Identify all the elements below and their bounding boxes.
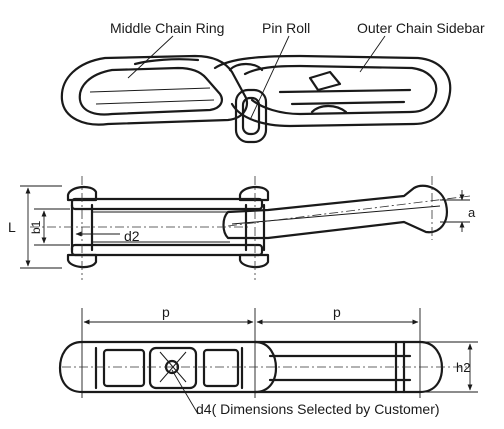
- label-pin-roll: Pin Roll: [262, 20, 310, 36]
- leader-middle-chain-ring: [127, 35, 174, 79]
- side-view: [58, 308, 478, 415]
- label-h2: h2: [456, 360, 470, 375]
- label-a: a: [468, 205, 476, 220]
- label-d2: d2: [124, 228, 140, 244]
- leader-outer-chain-sidebar: [359, 35, 386, 73]
- label-d4: d4( Dimensions Selected by Customer): [196, 401, 440, 417]
- label-L: L: [8, 219, 16, 235]
- pin-roll-shape: [228, 62, 268, 144]
- plan-view: [20, 176, 471, 280]
- outer-chain-sidebar-shape: [213, 54, 452, 128]
- label-b1: b1: [29, 220, 43, 234]
- perspective-view: [60, 35, 452, 144]
- leader-pin-roll: [249, 35, 290, 121]
- label-middle-chain-ring: Middle Chain Ring: [110, 20, 224, 36]
- label-outer-chain-sidebar: Outer Chain Sidebar: [357, 20, 485, 36]
- label-p-right: p: [333, 304, 341, 320]
- label-p-left: p: [162, 304, 170, 320]
